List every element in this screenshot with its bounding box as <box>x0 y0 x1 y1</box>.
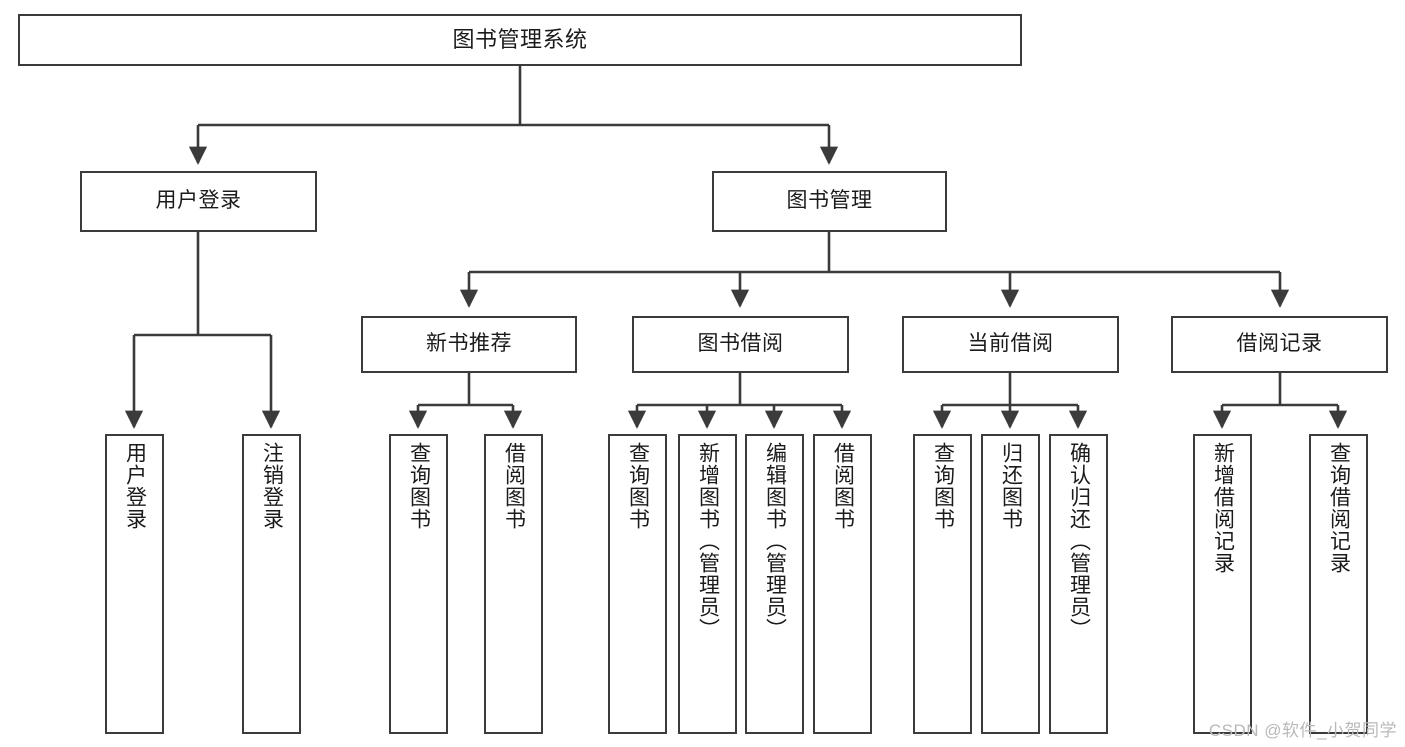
node-root[interactable]: 图书管理系统 <box>18 14 1022 66</box>
node-leaf-confirm-return-label: 确认归还（管理员） <box>1067 442 1091 640</box>
node-root-label: 图书管理系统 <box>452 27 588 53</box>
watermark-text: CSDN @软件_小贺同学 <box>1208 721 1397 740</box>
node-leaf-borrow-book-2-label: 借阅图书 <box>831 442 855 530</box>
node-current-borrow[interactable]: 当前借阅 <box>902 316 1119 373</box>
node-leaf-edit-book[interactable]: 编辑图书（管理员） <box>745 434 804 734</box>
node-leaf-query-book-1[interactable]: 查询图书 <box>389 434 448 734</box>
node-book-manage[interactable]: 图书管理 <box>712 171 947 232</box>
node-leaf-confirm-return[interactable]: 确认归还（管理员） <box>1049 434 1108 734</box>
node-new-book-recommend-label: 新书推荐 <box>426 332 512 356</box>
node-borrow-record-label: 借阅记录 <box>1236 332 1323 356</box>
node-leaf-query-book-2[interactable]: 查询图书 <box>608 434 667 734</box>
node-book-manage-label: 图书管理 <box>786 189 873 213</box>
node-leaf-add-book[interactable]: 新增图书（管理员） <box>678 434 737 734</box>
node-leaf-add-record-label: 新增借阅记录 <box>1211 442 1235 574</box>
node-leaf-return-book[interactable]: 归还图书 <box>981 434 1040 734</box>
node-leaf-query-book-3-label: 查询图书 <box>931 442 955 530</box>
node-leaf-query-record-label: 查询借阅记录 <box>1327 442 1351 574</box>
node-leaf-return-book-label: 归还图书 <box>999 442 1023 530</box>
node-leaf-logout[interactable]: 注销登录 <box>242 434 301 734</box>
node-user-login[interactable]: 用户登录 <box>80 171 317 232</box>
node-leaf-borrow-book-1[interactable]: 借阅图书 <box>484 434 543 734</box>
node-current-borrow-label: 当前借阅 <box>967 332 1054 356</box>
node-book-borrow-label: 图书借阅 <box>697 332 784 356</box>
node-leaf-user-login-label: 用户登录 <box>123 442 147 530</box>
node-borrow-record[interactable]: 借阅记录 <box>1171 316 1388 373</box>
node-new-book-recommend[interactable]: 新书推荐 <box>361 316 577 373</box>
node-leaf-add-record[interactable]: 新增借阅记录 <box>1193 434 1252 734</box>
node-leaf-query-book-2-label: 查询图书 <box>626 442 650 530</box>
node-leaf-logout-label: 注销登录 <box>260 442 284 530</box>
node-leaf-add-book-label: 新增图书（管理员） <box>696 442 720 640</box>
node-leaf-user-login[interactable]: 用户登录 <box>105 434 164 734</box>
node-leaf-borrow-book-1-label: 借阅图书 <box>502 442 526 530</box>
node-leaf-query-book-3[interactable]: 查询图书 <box>913 434 972 734</box>
node-leaf-borrow-book-2[interactable]: 借阅图书 <box>813 434 872 734</box>
node-leaf-edit-book-label: 编辑图书（管理员） <box>763 442 787 640</box>
node-user-login-label: 用户登录 <box>155 189 242 213</box>
node-leaf-query-record[interactable]: 查询借阅记录 <box>1309 434 1368 734</box>
node-leaf-query-book-1-label: 查询图书 <box>407 442 431 530</box>
node-book-borrow[interactable]: 图书借阅 <box>632 316 849 373</box>
